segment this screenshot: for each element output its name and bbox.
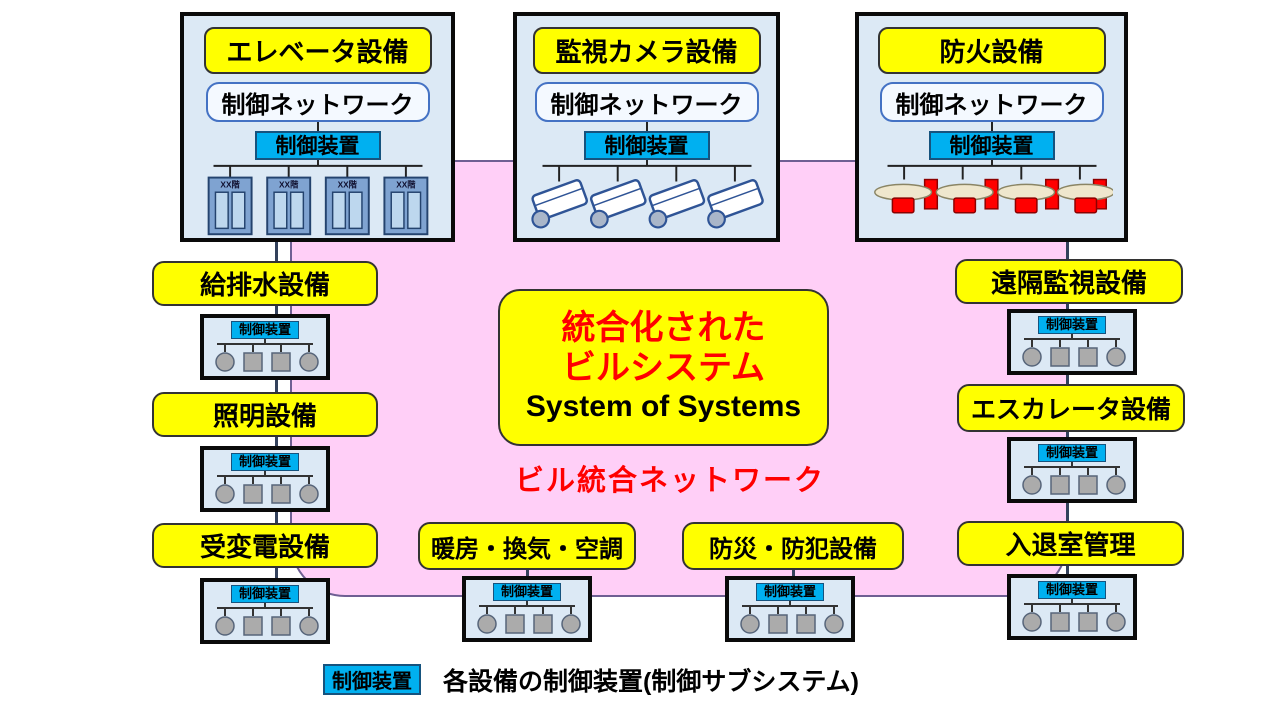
disaster-security-subsystem: 制御装置 — [725, 576, 855, 642]
lighting-subsystem: 制御装置 — [200, 446, 330, 512]
device-icons — [1022, 599, 1126, 632]
device-icons — [215, 603, 319, 636]
control-device-chip: 制御装置 — [230, 585, 299, 603]
elevator-doors-icon: XX階 XX階 XX階 XX階 — [207, 159, 428, 236]
water-supply-label: 給排水設備 — [152, 261, 378, 306]
elevator-control-device: 制御装置 — [254, 130, 381, 160]
svg-text:XX階: XX階 — [220, 179, 240, 189]
fire-sprinkler-icon — [873, 159, 1113, 214]
device-icons — [215, 339, 319, 372]
fire-control-network: 制御ネットワーク — [879, 81, 1104, 123]
camera-system-title: 監視カメラ設備 — [532, 27, 761, 74]
building-network-title: ビル統合ネットワーク — [514, 465, 825, 497]
control-device-chip: 制御装置 — [492, 583, 561, 601]
power-substation-subsystem: 制御装置 — [200, 578, 330, 644]
surveillance-camera-icon — [526, 160, 768, 238]
disaster-security-label: 防災・防犯設備 — [682, 522, 904, 570]
device-icons — [215, 471, 319, 504]
svg-text:XX階: XX階 — [337, 179, 357, 189]
device-icons — [1022, 462, 1126, 495]
power-substation-label: 受変電設備 — [152, 523, 378, 568]
legend-control-device-chip: 制御装置 — [323, 664, 421, 695]
control-device-chip: 制御装置 — [1037, 316, 1106, 334]
fire-system-box: 防火設備 制御ネットワーク 制御装置 — [855, 12, 1128, 242]
control-device-chip: 制御装置 — [230, 453, 299, 471]
device-icons — [1022, 334, 1126, 367]
control-device-chip: 制御装置 — [230, 321, 299, 339]
integrated-building-system-box: 統合化された ビルシステム System of Systems — [498, 289, 829, 446]
control-device-chip: 制御装置 — [755, 583, 824, 601]
security-connector — [792, 568, 795, 578]
fire-control-device: 制御装置 — [928, 130, 1055, 160]
svg-text:XX階: XX階 — [279, 179, 299, 189]
hub-title-line3: System of Systems — [525, 390, 802, 424]
elevator-system-box: エレベータ設備 制御ネットワーク 制御装置 XX階 XX階 XX階 XX階 — [180, 12, 455, 242]
camera-control-device: 制御装置 — [583, 130, 710, 160]
control-device-chip: 制御装置 — [1037, 444, 1106, 462]
control-device-chip: 制御装置 — [1037, 581, 1106, 599]
hvac-label: 暖房・換気・空調 — [418, 522, 636, 570]
lighting-label: 照明設備 — [152, 392, 378, 437]
device-icons — [477, 601, 581, 634]
hvac-subsystem: 制御装置 — [462, 576, 592, 642]
legend-description: 各設備の制御装置(制御サブシステム) — [443, 668, 859, 696]
access-control-label: 入退室管理 — [957, 521, 1184, 566]
connector-line — [316, 122, 319, 131]
escalator-subsystem: 制御装置 — [1007, 437, 1137, 503]
remote-monitoring-subsystem: 制御装置 — [1007, 309, 1137, 375]
connector-line — [990, 122, 993, 131]
elevator-system-title: エレベータ設備 — [203, 27, 432, 74]
camera-system-box: 監視カメラ設備 制御ネットワーク 制御装置 — [513, 12, 780, 242]
svg-text:XX階: XX階 — [396, 179, 416, 189]
device-icons — [740, 601, 844, 634]
hub-title-line1: 統合化された — [561, 309, 766, 348]
camera-control-network: 制御ネットワーク — [534, 81, 759, 123]
elevator-control-network: 制御ネットワーク — [205, 81, 430, 123]
hvac-connector — [526, 568, 529, 578]
fire-system-title: 防火設備 — [877, 27, 1106, 74]
escalator-label: エスカレータ設備 — [957, 384, 1185, 432]
connector-line — [645, 122, 648, 131]
hub-title-line2: ビルシステム — [562, 348, 765, 387]
access-control-subsystem: 制御装置 — [1007, 574, 1137, 640]
remote-monitoring-label: 遠隔監視設備 — [955, 259, 1183, 304]
water-supply-subsystem: 制御装置 — [200, 314, 330, 380]
